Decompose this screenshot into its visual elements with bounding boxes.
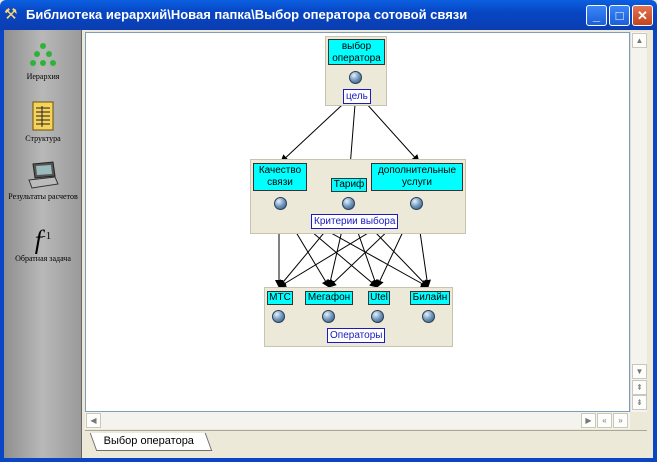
scroll-down-button[interactable]: ▼ [632, 364, 647, 379]
goal-node[interactable]: выбор оператора [328, 39, 385, 65]
vertical-scrollbar[interactable]: ▲ ▼ ⇞ ⇟ [630, 32, 647, 412]
alternative-ball-mts[interactable] [272, 310, 285, 323]
alternative-node-beeline[interactable]: Билайн [410, 291, 450, 305]
criterion-node-tariff[interactable]: Тариф [331, 178, 367, 192]
alternative-ball-megafon[interactable] [322, 310, 335, 323]
minimize-button[interactable]: _ [586, 5, 607, 26]
hierarchy-canvas[interactable]: выбор оператора цель Качество связи Тари… [85, 32, 630, 412]
window-frame-left [0, 30, 4, 462]
page-up-button[interactable]: ⇞ [632, 380, 647, 395]
alternative-node-utel[interactable]: Utel [368, 291, 390, 305]
sidebar-item-label: Результаты расчетов [8, 192, 78, 201]
criteria-label: Критерии выбора [311, 214, 399, 229]
sidebar-item-label: Иерархия [26, 72, 60, 81]
close-button[interactable]: ✕ [632, 5, 653, 26]
goal-group[interactable]: выбор оператора цель [325, 36, 387, 106]
criteria-group[interactable]: Качество связи Тариф дополнительные услу… [250, 159, 466, 234]
window-frame-bottom [0, 458, 657, 462]
alternatives-group[interactable]: МТС Мегафон Utel Билайн Операторы [264, 287, 453, 347]
page-left-button[interactable]: « [597, 413, 612, 428]
app-tools-icon: ⚒ [4, 6, 18, 23]
scroll-right-button[interactable]: ▶ [581, 413, 596, 428]
scroll-up-button[interactable]: ▲ [632, 33, 647, 48]
title-bar[interactable]: ⚒ Библиотека иерархий\Новая папка\Выбор … [0, 0, 657, 30]
sidebar-item-results[interactable]: Результаты расчетов [4, 160, 82, 201]
structure-icon [32, 101, 54, 131]
alternative-ball-utel[interactable] [371, 310, 384, 323]
horizontal-scrollbar[interactable]: ◀ ▶ « » [85, 412, 630, 429]
goal-node-ball[interactable] [349, 71, 362, 84]
hierarchy-icon [30, 43, 56, 66]
tab-vybor-operatora[interactable]: Выбор оператора [89, 433, 213, 451]
sidebar-item-hierarchy[interactable]: Иерархия [4, 42, 82, 81]
alternatives-label: Операторы [327, 328, 386, 343]
alternative-node-mts[interactable]: МТС [267, 291, 293, 305]
scroll-left-button[interactable]: ◀ [86, 413, 101, 428]
tab-label: Выбор оператора [103, 435, 194, 447]
window-title: Библиотека иерархий\Новая папка\Выбор оп… [26, 7, 468, 22]
criterion-node-quality[interactable]: Качество связи [253, 163, 307, 191]
window-frame-right [653, 30, 657, 462]
maximize-button[interactable]: □ [609, 5, 630, 26]
page-down-button[interactable]: ⇟ [632, 395, 647, 410]
scrollbar-corner [630, 412, 647, 429]
alternative-ball-beeline[interactable] [422, 310, 435, 323]
criterion-ball-services[interactable] [410, 197, 423, 210]
sidebar-item-label: Обратная задача [15, 254, 71, 263]
sheet-tab-strip: Выбор оператора [85, 430, 647, 458]
inverse-function-icon: f-1 [34, 225, 52, 255]
criterion-ball-tariff[interactable] [342, 197, 355, 210]
goal-label: цель [343, 89, 371, 104]
sidebar-item-inverse-task[interactable]: f-1 Обратная задача [4, 220, 82, 263]
sidebar-item-structure[interactable]: Структура [4, 100, 82, 143]
criterion-node-services[interactable]: дополнительные услуги [371, 163, 463, 191]
page-right-button[interactable]: » [613, 413, 628, 428]
sidebar: Иерархия Структура Результаты расчетов f… [4, 30, 82, 458]
criterion-ball-quality[interactable] [274, 197, 287, 210]
sidebar-item-label: Структура [25, 134, 61, 143]
alternative-node-megafon[interactable]: Мегафон [305, 291, 353, 305]
laptop-icon [28, 161, 59, 189]
